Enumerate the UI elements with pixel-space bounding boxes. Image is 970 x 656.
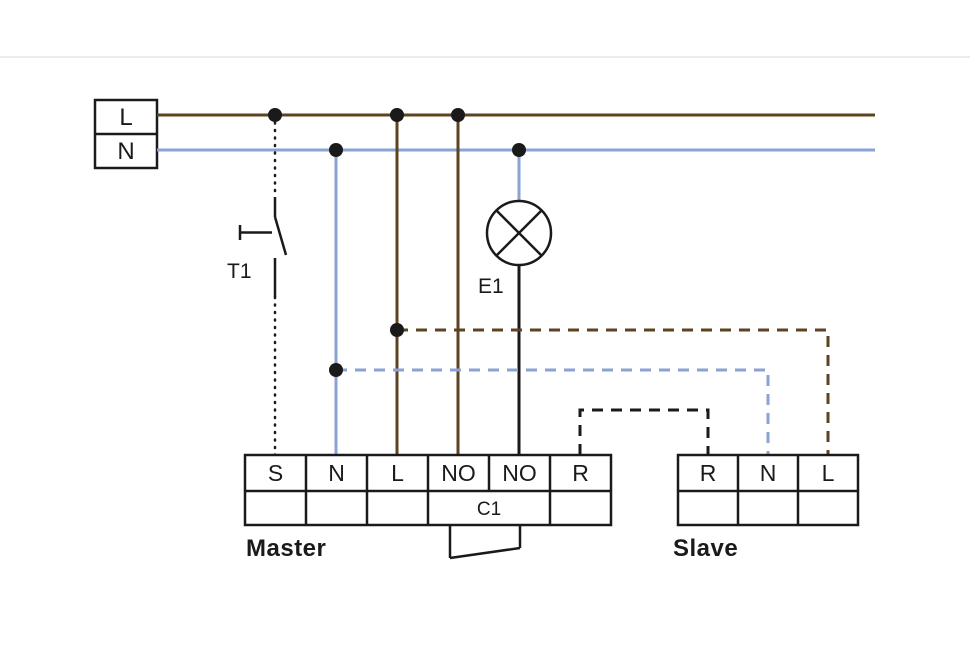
t1-switch-blade: [273, 216, 288, 256]
master-block-bottom-dividers: [304, 491, 552, 525]
master-terminal-label-s: S: [268, 460, 283, 486]
junction-dot-neutral-dashed: [329, 363, 343, 377]
junction-dot-neutral-n: [329, 143, 343, 157]
junction-dot-neutral-lamp: [512, 143, 526, 157]
supply-terminal-n-label: N: [117, 138, 134, 165]
c1-contact-label: C1: [477, 499, 501, 520]
junction-dot-live-no1: [451, 108, 465, 122]
master-terminal-label-l: L: [391, 460, 404, 486]
slave-terminal-label-l: L: [822, 460, 835, 486]
junction-dot-live-t1: [268, 108, 282, 122]
t1-pushbutton-actuator: [238, 225, 272, 240]
master-caption: Master: [246, 535, 326, 562]
slave-terminal-label-n: N: [760, 460, 777, 486]
slave-terminal-label-r: R: [700, 460, 717, 486]
junction-dot-live-l: [390, 108, 404, 122]
lamp-label: E1: [478, 275, 504, 298]
live-dashed-wire-to-slave-l: [397, 328, 830, 455]
master-terminal-label-r: R: [572, 460, 589, 486]
master-terminal-label-no2: NO: [502, 460, 537, 486]
master-block-top-dividers: [304, 455, 552, 491]
signal-dashed-wire-master-r-to-slave-r: [578, 408, 710, 455]
c1-relay-contact-symbol: [448, 525, 522, 560]
slave-caption: Slave: [673, 535, 738, 562]
master-terminal-label-no1: NO: [441, 460, 476, 486]
t1-switch-label: T1: [227, 260, 252, 283]
junction-dot-live-dashed: [390, 323, 404, 337]
lamp-cross-icon: [495, 209, 543, 257]
supply-terminal-l-label: L: [119, 104, 132, 131]
neutral-dashed-wire-to-slave-n: [336, 368, 770, 455]
slave-block-dividers: [736, 455, 800, 525]
master-terminal-label-n: N: [328, 460, 345, 486]
